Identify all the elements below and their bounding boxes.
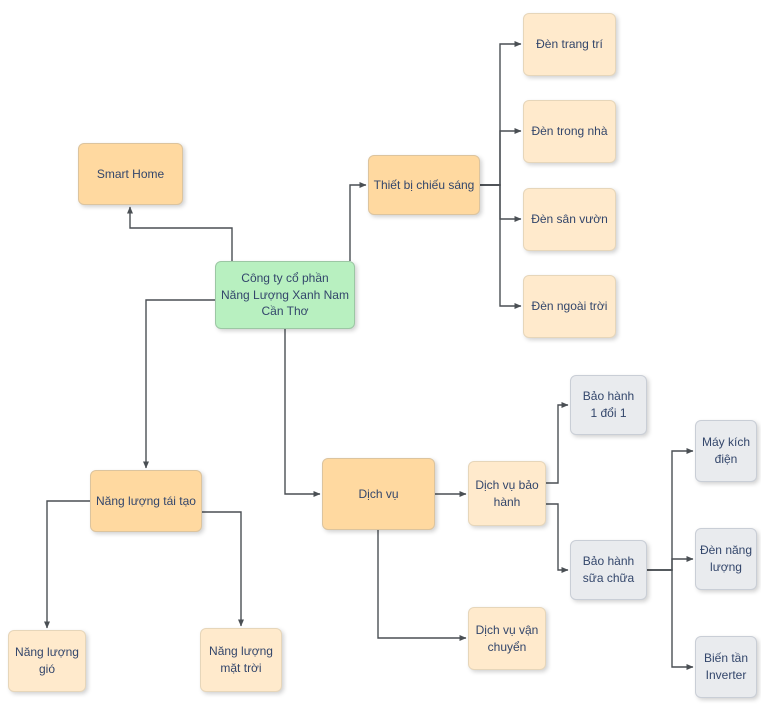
node-solar-energy[interactable]: Năng lượng mặt trời (200, 628, 282, 692)
edge-lighting-den-ngoai-troi (480, 184, 522, 309)
node-inverter-label: Biến tần Inverter (703, 651, 749, 682)
node-smart-home-label: Smart Home (96, 166, 165, 181)
edge-repair-inverter (647, 569, 694, 670)
node-shipping-service[interactable]: Dịch vụ vận chuyển (468, 607, 546, 670)
edge-services-shipping-service (377, 530, 467, 641)
node-wind-energy[interactable]: Năng lượng gió (8, 630, 86, 692)
node-power-booster-label: Máy kích điện (701, 435, 750, 466)
node-den-trang-tri-label: Đèn trang trí (536, 37, 603, 52)
node-den-ngoai-troi[interactable]: Đèn ngoài trời (523, 275, 616, 338)
edge-repair-power-booster (647, 448, 694, 571)
node-den-san-vuon-label: Đèn sân vườn (531, 212, 608, 227)
node-warranty-service-label: Dịch vụ bảo hành (475, 477, 539, 509)
node-renewable-energy[interactable]: Năng lượng tái tạo (90, 470, 202, 532)
node-renewable-label: Năng lượng tái tạo (96, 493, 196, 508)
node-warranty-1-doi-1-label: Bảo hành 1 đổi 1 (582, 389, 635, 420)
node-services-label: Dịch vụ (358, 486, 399, 501)
node-smart-home[interactable]: Smart Home (78, 143, 183, 205)
node-shipping-service-label: Dịch vụ vận chuyển (475, 622, 539, 654)
edge-repair-energy-lamp (647, 556, 694, 571)
node-warranty-1-doi-1[interactable]: Bảo hành 1 đổi 1 (570, 375, 647, 435)
node-warranty-repair-label: Bảo hành sữa chữa (582, 554, 635, 585)
edge-lighting-den-trong-nha (480, 128, 522, 186)
edge-warranty-service-repair (546, 503, 569, 573)
node-den-trang-tri[interactable]: Đèn trang trí (523, 13, 616, 76)
edge-warranty-service-1-1 (546, 402, 569, 484)
node-warranty-repair[interactable]: Bảo hành sữa chữa (570, 540, 647, 600)
node-lighting-label: Thiết bị chiếu sáng (373, 177, 475, 192)
node-inverter[interactable]: Biến tần Inverter (695, 636, 757, 698)
node-den-trong-nha[interactable]: Đèn trong nhà (523, 100, 616, 163)
node-warranty-service[interactable]: Dịch vụ bảo hành (468, 461, 546, 526)
edge-company-services (284, 329, 321, 497)
node-energy-lamp[interactable]: Đèn năng lượng (695, 528, 757, 590)
node-solar-label: Năng lượng mặt trời (209, 644, 273, 675)
node-energy-lamp-label: Đèn năng lượng (699, 543, 753, 574)
node-company-label: Công ty cổ phần Năng Lượng Xanh Nam Cần … (221, 270, 349, 319)
node-wind-label: Năng lượng gió (15, 645, 79, 676)
node-den-trong-nha-label: Đèn trong nhà (531, 124, 608, 139)
node-lighting-equipment[interactable]: Thiết bị chiếu sáng (368, 155, 480, 215)
edge-company-lighting (349, 182, 367, 261)
edge-company-smart-home (127, 206, 233, 261)
node-den-san-vuon[interactable]: Đèn sân vườn (523, 188, 616, 251)
edge-renewable-solar (202, 511, 244, 627)
edge-company-renewable (143, 299, 215, 469)
node-power-booster[interactable]: Máy kích điện (695, 420, 757, 482)
edge-renewable-wind (44, 500, 90, 629)
node-den-ngoai-troi-label: Đèn ngoài trời (531, 299, 608, 314)
node-company[interactable]: Công ty cổ phần Năng Lượng Xanh Nam Cần … (215, 261, 355, 329)
node-services[interactable]: Dịch vụ (322, 458, 435, 530)
